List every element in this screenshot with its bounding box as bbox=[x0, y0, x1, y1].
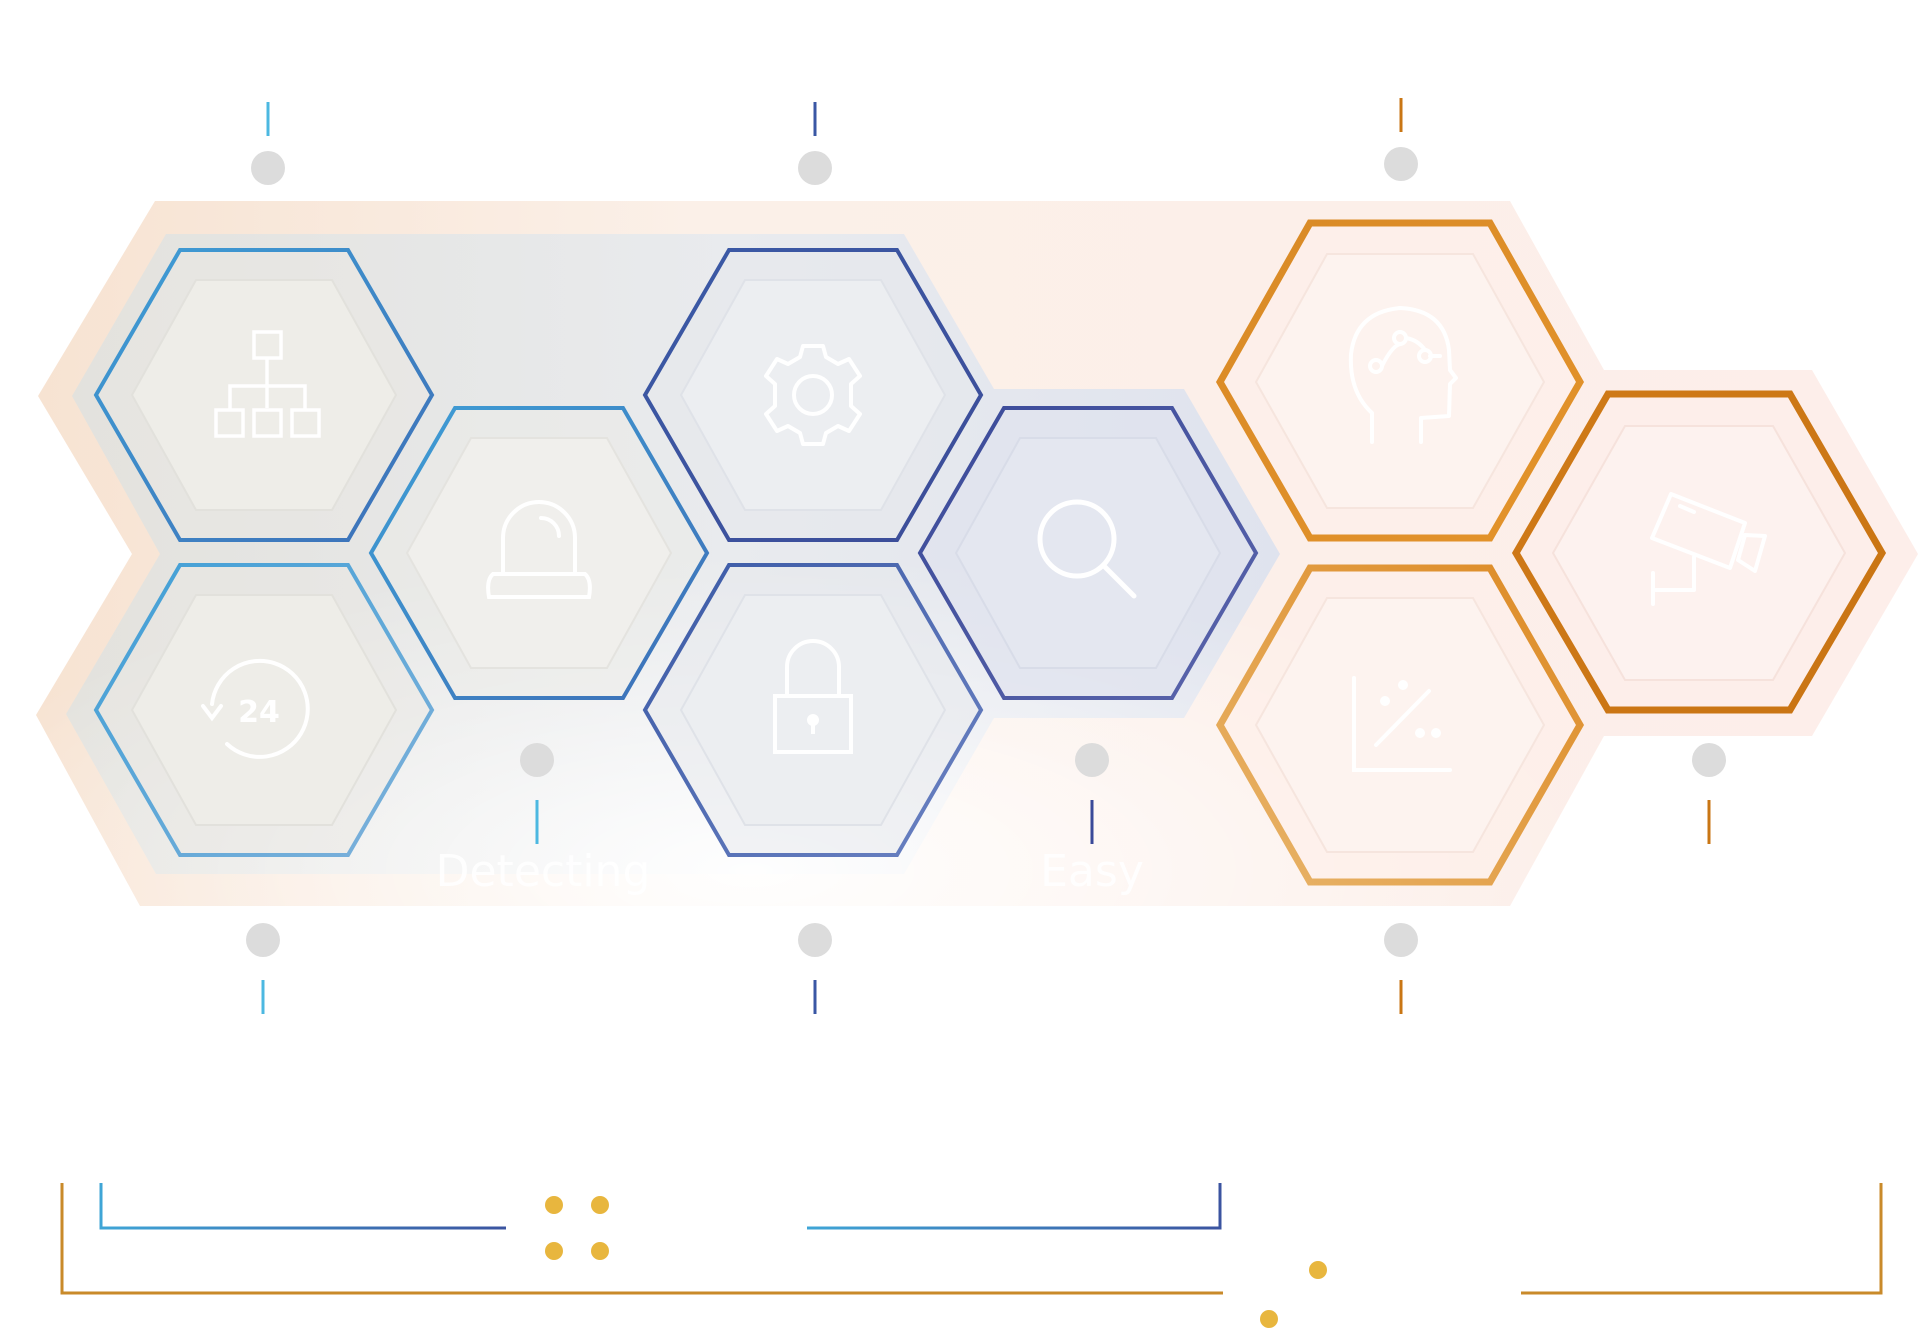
alarm-siren-icon bbox=[486, 500, 592, 599]
hex-alarm bbox=[368, 406, 710, 700]
label-detecting: Detecting bbox=[436, 846, 651, 897]
top-stems bbox=[251, 98, 1418, 185]
gear-icon bbox=[764, 344, 862, 446]
magnifier-icon bbox=[1037, 499, 1137, 599]
hex-ai bbox=[1215, 219, 1585, 542]
security-camera-icon bbox=[1650, 492, 1767, 606]
hex-network bbox=[93, 248, 435, 542]
network-hierarchy-icon bbox=[214, 330, 321, 438]
24-hour-cycle-icon: 24 bbox=[201, 658, 310, 759]
label-easy: Easy bbox=[1040, 846, 1144, 897]
scatter-chart-icon bbox=[1352, 676, 1452, 772]
hex-analytics bbox=[1215, 564, 1585, 886]
ai-brain-head-icon bbox=[1348, 306, 1458, 444]
hex-lock bbox=[642, 563, 984, 857]
hex-settings bbox=[642, 248, 984, 542]
hex-search bbox=[917, 406, 1259, 700]
bottom-stems bbox=[246, 743, 1726, 1014]
svg-text:24: 24 bbox=[238, 695, 280, 730]
bottom-brackets bbox=[60, 1183, 1883, 1328]
padlock-icon bbox=[773, 639, 853, 754]
hex-camera bbox=[1511, 390, 1887, 714]
hex-24h: 24 bbox=[93, 563, 435, 857]
